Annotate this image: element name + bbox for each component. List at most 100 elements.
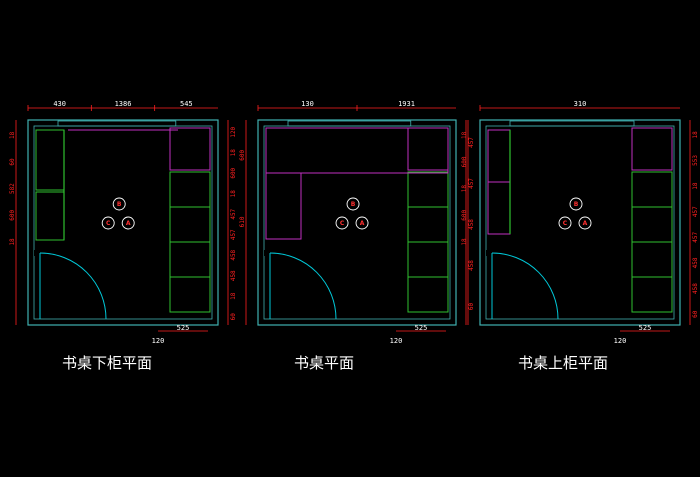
marker-circle bbox=[101, 216, 115, 230]
marker-circle bbox=[355, 216, 369, 230]
marker-label: C bbox=[563, 220, 568, 227]
marker-label: B bbox=[351, 201, 356, 208]
upper-left-cabinet bbox=[487, 129, 511, 183]
left-cabinet-upper bbox=[35, 129, 65, 191]
right-dimension-label: 60 bbox=[230, 313, 237, 321]
window bbox=[287, 120, 412, 127]
left-dimension-label: 18 bbox=[461, 185, 468, 193]
marker-label: A bbox=[360, 220, 365, 227]
door-swing-arc bbox=[39, 252, 107, 320]
left-dimension-label: 610 bbox=[239, 216, 246, 227]
right-dimension-label: 18 bbox=[230, 149, 237, 157]
inner-wall bbox=[263, 125, 451, 320]
marker-label: B bbox=[117, 201, 122, 208]
right-cabinet-unit bbox=[407, 276, 449, 313]
right-dimension-label: 553 bbox=[692, 155, 699, 166]
right-dimension-label: 18 bbox=[230, 292, 237, 300]
right-cabinet-unit bbox=[407, 241, 449, 278]
left-dimension-label: 18 bbox=[461, 131, 468, 139]
window bbox=[509, 120, 635, 127]
left-dimension-label: 60 bbox=[9, 158, 16, 166]
left-dimension-label: 18 bbox=[9, 238, 16, 246]
right-dimension-label: 457 bbox=[468, 178, 475, 189]
top-dimension-label: 430 bbox=[53, 100, 66, 108]
marker-label: B bbox=[574, 201, 579, 208]
top-dimension-label: 1931 bbox=[398, 100, 415, 108]
right-dimension-label: 457 bbox=[230, 229, 237, 240]
bottom-dimension-label: 120 bbox=[614, 337, 627, 345]
marker-circle bbox=[569, 197, 583, 211]
upper-left-cabinet-2 bbox=[487, 181, 511, 235]
right-cabinet-unit bbox=[631, 171, 673, 208]
left-dimension-label: 600 bbox=[461, 156, 468, 167]
right-dimension-label: 458 bbox=[468, 260, 475, 271]
top-dimension-label: 130 bbox=[301, 100, 314, 108]
caption-desk-plan: 书桌平面 bbox=[294, 354, 355, 372]
marker-circle bbox=[346, 197, 360, 211]
inner-wall bbox=[485, 125, 675, 320]
top-right-cabinet bbox=[631, 127, 673, 171]
right-cabinet-unit bbox=[169, 276, 211, 313]
door-swing-arc bbox=[491, 252, 559, 320]
bottom-dimension-label: 120 bbox=[390, 337, 403, 345]
bottom-dimension-label: 525 bbox=[639, 324, 652, 332]
right-cabinet-unit bbox=[407, 171, 449, 208]
bottom-dimension-label: 525 bbox=[177, 324, 190, 332]
right-cabinet-unit bbox=[169, 206, 211, 243]
caption-desk-upper-cabinet-plan: 书桌上柜平面 bbox=[518, 354, 609, 372]
top-right-cabinet bbox=[407, 127, 449, 171]
right-cabinet-unit bbox=[631, 206, 673, 243]
right-dimension-label: 457 bbox=[230, 208, 237, 219]
plan-desk: B C A 130 1931 525 120 600 610 457 457 458 458 60 bbox=[239, 100, 475, 345]
left-dimension-label: 600 bbox=[9, 209, 16, 220]
caption-desk-lower-cabinet-plan: 书桌下柜平面 bbox=[62, 354, 153, 372]
desk-side-panel bbox=[265, 172, 302, 240]
right-cabinet-unit bbox=[631, 276, 673, 313]
right-dimension-label: 18 bbox=[692, 182, 699, 190]
top-dimension-label: 1386 bbox=[115, 100, 132, 108]
left-dimension-label: 600 bbox=[461, 209, 468, 220]
right-dimension-label: 600 bbox=[230, 167, 237, 178]
right-dimension-label: 458 bbox=[230, 270, 237, 281]
left-cabinet-lower bbox=[35, 191, 65, 241]
marker-circle bbox=[112, 197, 126, 211]
outer-wall bbox=[257, 119, 457, 326]
marker-label: C bbox=[340, 220, 345, 227]
top-dimension-label: 545 bbox=[180, 100, 193, 108]
desk-top bbox=[265, 127, 449, 174]
right-dimension-label: 458 bbox=[230, 249, 237, 260]
right-dimension-label: 457 bbox=[692, 206, 699, 217]
inner-wall bbox=[33, 125, 213, 320]
left-dimension-label: 18 bbox=[9, 131, 16, 139]
marker-circle bbox=[121, 216, 135, 230]
right-dimension-label: 18 bbox=[230, 190, 237, 198]
outer-wall bbox=[27, 119, 219, 326]
right-dimension-label: 457 bbox=[468, 137, 475, 148]
marker-label: A bbox=[126, 220, 131, 227]
marker-circle bbox=[578, 216, 592, 230]
door-swing-arc bbox=[269, 252, 337, 320]
marker-label: C bbox=[106, 220, 111, 227]
right-dimension-label: 458 bbox=[692, 257, 699, 268]
left-dimension-label: 600 bbox=[239, 150, 246, 161]
bottom-dimension-label: 525 bbox=[415, 324, 428, 332]
left-dimension-label: 582 bbox=[9, 183, 16, 194]
outer-wall bbox=[479, 119, 681, 326]
left-dimension-label: 18 bbox=[461, 238, 468, 246]
right-dimension-label: 60 bbox=[692, 310, 699, 318]
right-dimension-label: 458 bbox=[468, 219, 475, 230]
top-right-cabinet bbox=[169, 127, 211, 171]
right-cabinet-unit bbox=[169, 171, 211, 208]
marker-label: A bbox=[583, 220, 588, 227]
right-dimension-label: 458 bbox=[692, 283, 699, 294]
right-cabinet-unit bbox=[407, 206, 449, 243]
top-dimension-label: 310 bbox=[574, 100, 587, 108]
right-cabinet-unit bbox=[631, 241, 673, 278]
right-dimension-label: 60 bbox=[468, 303, 475, 311]
right-dimension-label: 457 bbox=[692, 232, 699, 243]
bottom-dimension-label: 120 bbox=[152, 337, 165, 345]
window bbox=[57, 120, 177, 127]
